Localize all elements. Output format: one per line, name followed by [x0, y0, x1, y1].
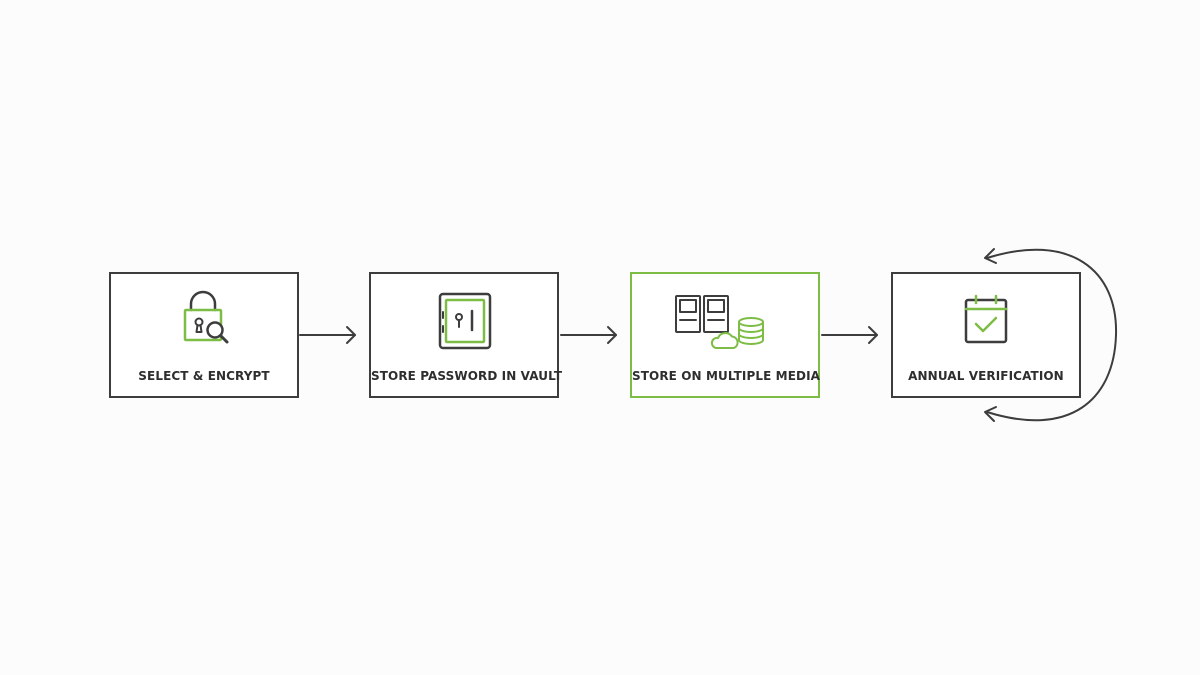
step-select-encrypt: SELECT & ENCRYPT	[109, 272, 299, 398]
step-store-password-vault: STORE PASSWORD IN VAULT	[369, 272, 563, 398]
step-label: SELECT & ENCRYPT	[138, 369, 270, 383]
vault-safe-icon	[409, 290, 519, 356]
arrow-step-1-to-2	[299, 326, 356, 344]
calendar-check-icon	[931, 290, 1041, 356]
step-label: STORE ON MULTIPLE MEDIA	[632, 369, 821, 383]
arrow-step-2-to-3	[560, 326, 617, 344]
media-storage-icon	[670, 290, 780, 356]
step-store-multiple-media: STORE ON MULTIPLE MEDIA	[630, 272, 820, 398]
step-label: STORE PASSWORD IN VAULT	[371, 369, 563, 383]
step-annual-verification: ANNUAL VERIFICATION	[891, 272, 1081, 398]
padlock-magnifier-icon	[149, 290, 259, 356]
arrow-step-3-to-4	[821, 326, 878, 344]
step-label: ANNUAL VERIFICATION	[908, 369, 1064, 383]
